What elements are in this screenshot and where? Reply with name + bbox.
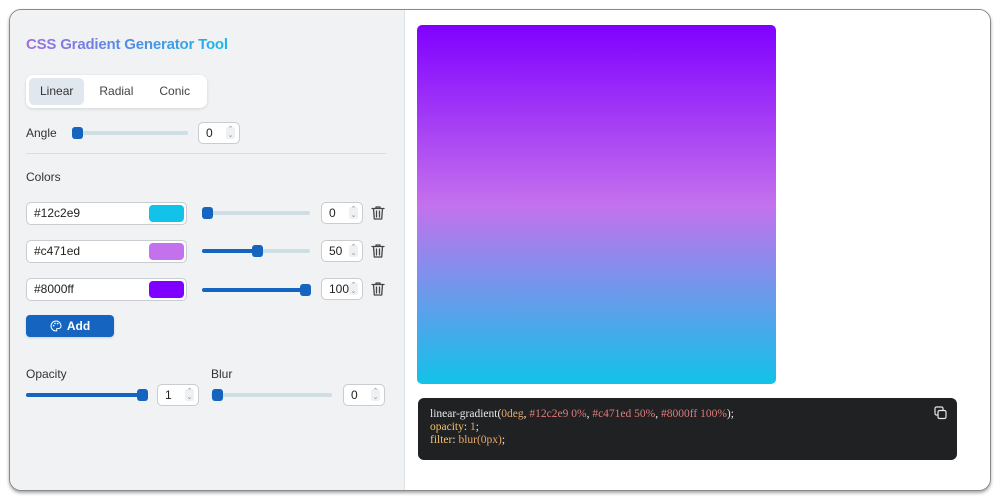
- color-hex-input[interactable]: #c471ed: [26, 240, 187, 263]
- angle-input[interactable]: 0 ⌃⌄: [198, 122, 240, 144]
- color-stop-position-input[interactable]: 100 ⌃⌄: [321, 278, 363, 300]
- blur-input[interactable]: 0 ⌃⌄: [343, 384, 385, 406]
- angle-label: Angle: [26, 126, 57, 140]
- code-token: ,: [586, 408, 593, 420]
- code-token: :: [452, 434, 459, 446]
- trash-icon[interactable]: [371, 281, 385, 297]
- stepper-icon[interactable]: ⌃⌄: [349, 244, 358, 257]
- code-line-filter: filter: blur(0px);: [430, 434, 945, 447]
- code-token: 1: [469, 421, 476, 433]
- code-token: blur(0px): [458, 434, 502, 446]
- add-button-label: Add: [66, 319, 91, 333]
- gradient-type-tabs: Linear Radial Conic: [26, 75, 207, 108]
- code-token: filter: [430, 434, 453, 446]
- page-title: CSS Gradient Generator Tool: [26, 36, 228, 53]
- color-hex-value: #c471ed: [34, 244, 81, 258]
- stepper-icon[interactable]: ⌃⌄: [349, 282, 358, 295]
- slider-thumb[interactable]: [137, 389, 148, 401]
- stepper-icon[interactable]: ⌃⌄: [226, 126, 235, 139]
- color-swatch[interactable]: [149, 205, 184, 222]
- code-token: );: [726, 408, 734, 420]
- color-hex-value: #8000ff: [34, 282, 74, 296]
- code-token: ,: [655, 408, 661, 420]
- css-output-code: linear-gradient(0deg, #12c2e9 0%, #c471e…: [418, 398, 957, 460]
- color-stop-position-input[interactable]: 0 ⌃⌄: [321, 202, 363, 224]
- angle-slider[interactable]: [72, 127, 188, 139]
- color-stop-slider[interactable]: [202, 284, 311, 296]
- opacity-input[interactable]: 1 ⌃⌄: [157, 384, 199, 406]
- code-line-gradient: linear-gradient(0deg, #12c2e9 0%, #c471e…: [430, 408, 945, 421]
- slider-thumb[interactable]: [202, 207, 213, 219]
- code-token: #12c2e9 0%: [529, 408, 587, 420]
- opacity-slider[interactable]: [26, 389, 148, 401]
- blur-label: Blur: [211, 367, 233, 381]
- copy-icon[interactable]: [934, 406, 947, 420]
- slider-fill: [202, 288, 305, 292]
- tab-linear[interactable]: Linear: [29, 78, 85, 105]
- code-token: :: [463, 421, 470, 433]
- position-value: 50: [329, 244, 343, 258]
- slider-thumb[interactable]: [300, 284, 311, 296]
- tab-conic[interactable]: Conic: [159, 84, 191, 98]
- controls-panel: CSS Gradient Generator Tool Linear Radia…: [10, 10, 405, 490]
- slider-track: [211, 393, 332, 397]
- preview-panel: linear-gradient(0deg, #12c2e9 0%, #c471e…: [405, 10, 990, 490]
- opacity-value: 1: [165, 388, 172, 402]
- position-value: 100: [329, 282, 350, 296]
- slider-track: [202, 211, 310, 215]
- slider-thumb[interactable]: [252, 245, 263, 257]
- add-color-button[interactable]: Add: [26, 315, 114, 337]
- stepper-icon[interactable]: ⌃⌄: [349, 206, 358, 219]
- stepper-icon[interactable]: ⌃⌄: [371, 388, 380, 401]
- color-hex-input[interactable]: #8000ff: [26, 278, 187, 301]
- palette-icon: [50, 320, 62, 332]
- stepper-icon[interactable]: ⌃⌄: [185, 388, 194, 401]
- slider-thumb[interactable]: [212, 389, 223, 401]
- slider-thumb[interactable]: [72, 127, 83, 139]
- code-token: #c471ed 50%: [592, 408, 656, 420]
- opacity-label: Opacity: [26, 367, 67, 381]
- color-hex-input[interactable]: #12c2e9: [26, 202, 187, 225]
- color-stop-slider[interactable]: [202, 207, 310, 219]
- color-stop-slider[interactable]: [202, 245, 310, 257]
- trash-icon[interactable]: [371, 243, 385, 259]
- blur-slider[interactable]: [211, 389, 332, 401]
- colors-label: Colors: [26, 170, 61, 184]
- divider: [26, 153, 386, 154]
- code-token: #8000ff 100%: [661, 408, 727, 420]
- blur-value: 0: [351, 388, 358, 402]
- slider-fill: [26, 393, 142, 397]
- code-token: ,: [523, 408, 530, 420]
- code-token: opacity: [430, 421, 464, 433]
- tab-radial[interactable]: Radial: [99, 84, 134, 98]
- angle-value: 0: [206, 126, 213, 140]
- code-token: ;: [501, 434, 506, 446]
- code-token: ;: [475, 421, 479, 433]
- gradient-preview: [417, 25, 776, 384]
- color-hex-value: #12c2e9: [34, 206, 81, 220]
- code-line-opacity: opacity: 1;: [430, 421, 945, 434]
- slider-track: [72, 131, 188, 135]
- app-window: CSS Gradient Generator Tool Linear Radia…: [9, 9, 991, 491]
- position-value: 0: [329, 206, 336, 220]
- slider-fill: [202, 249, 256, 253]
- color-swatch[interactable]: [149, 243, 184, 260]
- trash-icon[interactable]: [371, 205, 385, 221]
- code-token: 0deg: [501, 408, 524, 420]
- color-swatch[interactable]: [149, 281, 184, 298]
- code-token: linear-gradient(: [430, 408, 502, 420]
- color-stop-position-input[interactable]: 50 ⌃⌄: [321, 240, 363, 262]
